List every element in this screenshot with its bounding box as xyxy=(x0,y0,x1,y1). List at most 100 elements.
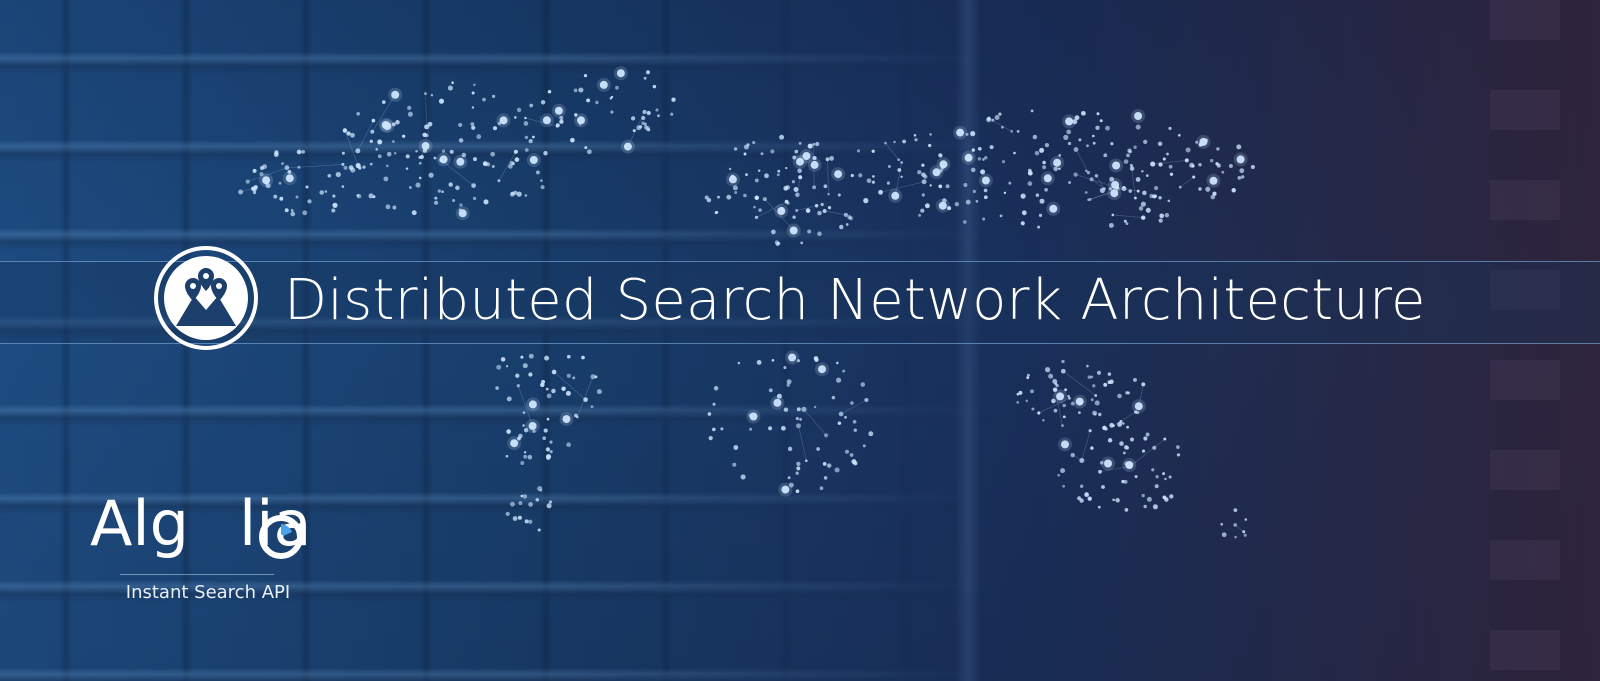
map-node xyxy=(836,377,842,383)
map-node xyxy=(545,447,551,452)
map-link xyxy=(1088,188,1125,201)
map-node xyxy=(1112,161,1121,170)
map-node xyxy=(523,428,529,433)
map-node xyxy=(914,138,918,142)
map-node xyxy=(630,116,636,121)
map-node xyxy=(524,519,529,524)
map-node xyxy=(1192,175,1196,179)
map-node xyxy=(476,134,482,140)
map-node xyxy=(818,365,826,374)
map-node xyxy=(1088,197,1092,202)
map-node xyxy=(795,192,800,198)
map-node xyxy=(523,454,528,459)
map-node xyxy=(386,151,392,157)
map-node xyxy=(994,115,1000,120)
map-node xyxy=(505,511,510,516)
map-node xyxy=(1092,384,1096,388)
map-node xyxy=(1080,484,1084,488)
map-node-glow xyxy=(815,362,829,377)
map-node xyxy=(632,129,636,133)
map-node xyxy=(1141,169,1144,173)
map-node xyxy=(496,364,502,370)
map-node xyxy=(570,137,575,143)
map-node xyxy=(1090,398,1094,402)
map-node xyxy=(897,168,902,172)
map-node xyxy=(1210,194,1216,200)
map-node xyxy=(1003,191,1007,195)
map-node-glow xyxy=(1206,173,1221,188)
map-node xyxy=(858,173,863,178)
map-node xyxy=(1109,176,1115,182)
map-node xyxy=(524,135,529,140)
map-node xyxy=(1141,382,1146,387)
map-link xyxy=(1113,411,1136,427)
map-node xyxy=(623,142,632,151)
map-node xyxy=(305,185,309,189)
map-node-glow xyxy=(388,87,403,102)
map-node xyxy=(814,203,819,208)
map-node xyxy=(798,141,802,145)
map-node xyxy=(965,132,969,136)
map-node xyxy=(947,206,952,211)
map-node xyxy=(1228,163,1233,169)
map-node-glow xyxy=(1196,134,1211,149)
map-node xyxy=(586,98,591,103)
map-node xyxy=(1057,473,1061,477)
map-node xyxy=(561,386,566,391)
map-node xyxy=(728,167,732,171)
map-node xyxy=(975,200,979,203)
map-node xyxy=(424,124,430,130)
map-node xyxy=(1073,147,1079,152)
map-node xyxy=(1135,410,1140,415)
map-link xyxy=(1130,438,1166,467)
map-node xyxy=(392,205,397,210)
map-node xyxy=(341,162,345,166)
map-node xyxy=(405,154,410,159)
map-node xyxy=(295,195,299,199)
map-node xyxy=(776,393,782,399)
map-node xyxy=(1123,445,1129,450)
map-node xyxy=(792,155,797,160)
map-node xyxy=(1108,222,1114,228)
map-node-glow xyxy=(1062,114,1077,129)
map-node xyxy=(1092,134,1095,138)
map-node xyxy=(441,190,444,193)
map-link xyxy=(525,117,558,127)
map-node xyxy=(1212,191,1217,196)
map-node xyxy=(548,500,553,504)
map-node xyxy=(1099,461,1104,465)
map-node xyxy=(807,143,813,149)
map-node xyxy=(319,190,325,195)
map-node xyxy=(789,226,798,235)
map-node xyxy=(545,454,552,460)
map-node xyxy=(1110,189,1119,198)
map-node xyxy=(796,466,801,471)
map-node xyxy=(1154,186,1159,191)
map-node xyxy=(516,384,520,388)
map-node-glow xyxy=(774,204,789,218)
map-node-glow xyxy=(539,113,554,128)
map-link xyxy=(1075,149,1089,173)
map-node xyxy=(1162,472,1166,476)
map-link xyxy=(840,399,867,415)
map-node xyxy=(264,181,269,185)
map-node xyxy=(1103,153,1108,158)
map-node xyxy=(1151,468,1155,472)
map-node xyxy=(370,129,375,134)
map-node xyxy=(1043,174,1052,183)
title-band xyxy=(0,261,1600,344)
map-node xyxy=(671,97,676,102)
map-node xyxy=(1176,445,1180,449)
map-node xyxy=(771,229,776,235)
map-node xyxy=(1087,375,1092,379)
map-node xyxy=(972,189,976,194)
map-node xyxy=(1096,370,1102,375)
map-node xyxy=(1096,112,1100,116)
map-node-glow xyxy=(551,103,566,118)
map-node xyxy=(1107,438,1113,443)
logo-tagline: Instant Search API xyxy=(125,582,291,603)
map-node xyxy=(1037,411,1041,415)
map-node xyxy=(1103,187,1106,190)
map-node xyxy=(473,157,477,162)
